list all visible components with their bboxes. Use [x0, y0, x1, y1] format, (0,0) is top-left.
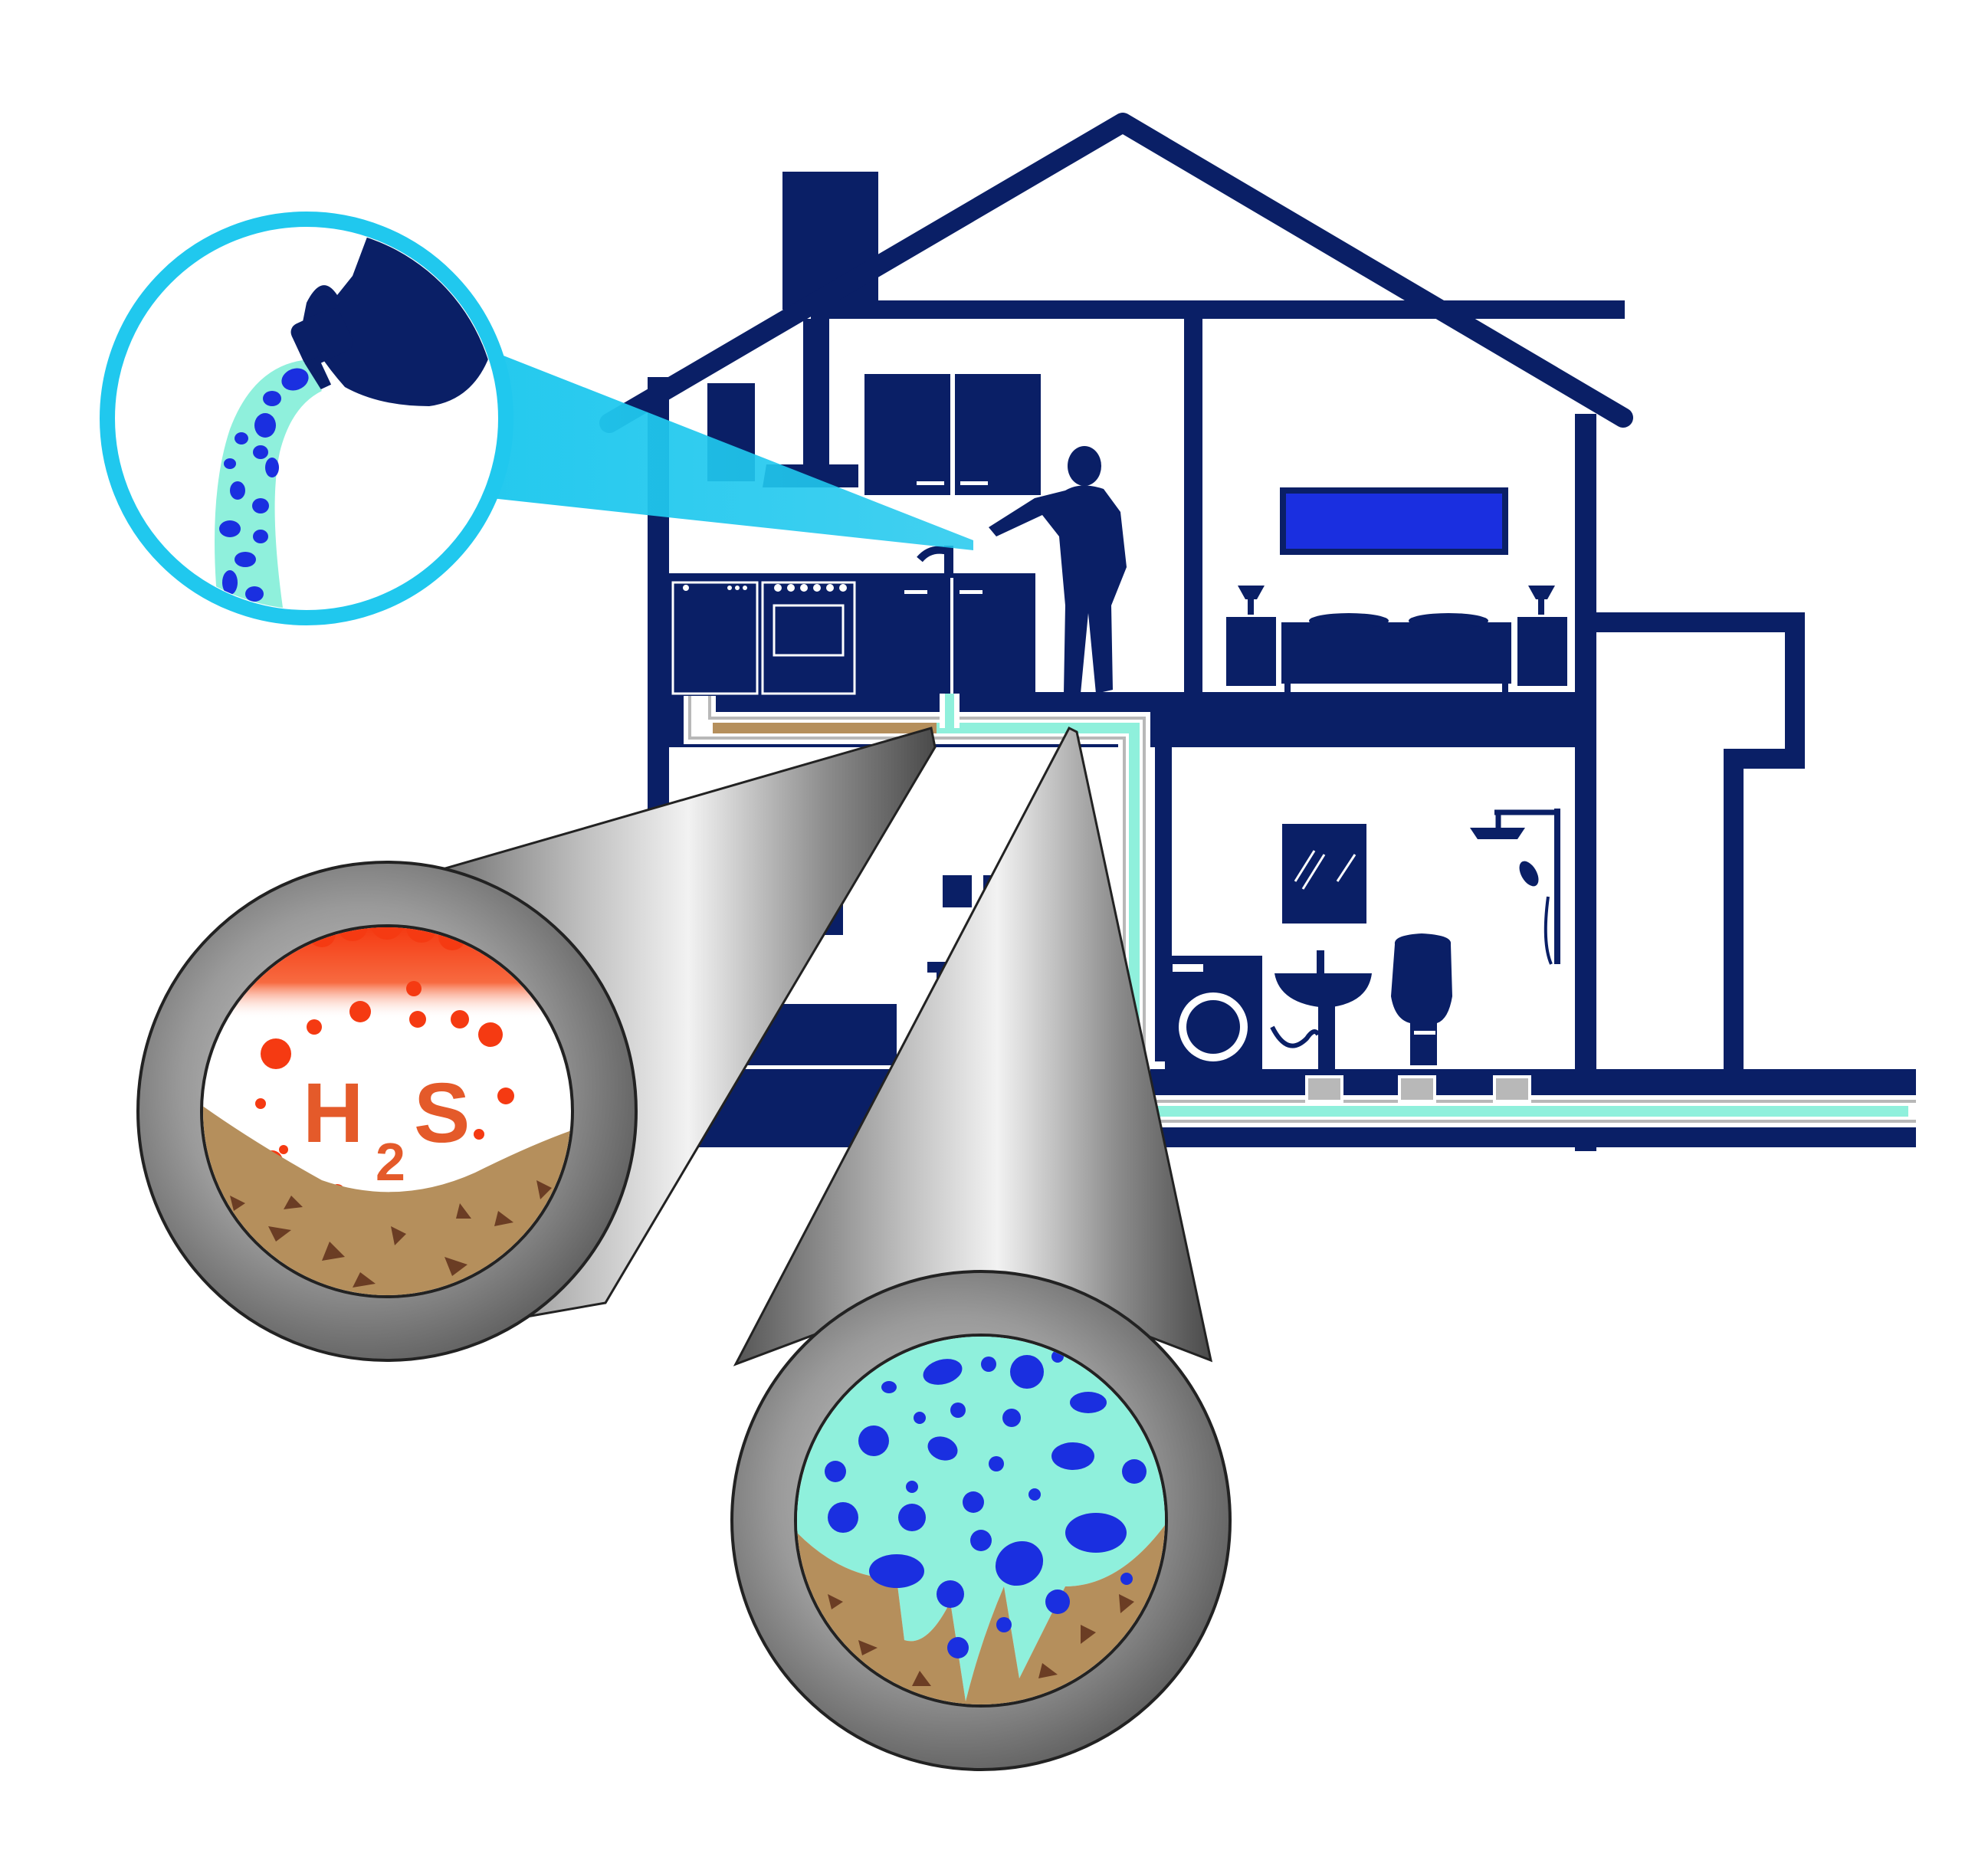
washing-machine-icon — [1165, 956, 1262, 1069]
mirror-icon — [1282, 824, 1366, 924]
gas-formula-subscript: 2 — [376, 1132, 405, 1192]
range-hood-icon — [763, 319, 858, 487]
gas-formula-h: H — [303, 1066, 363, 1160]
attic-floor — [820, 300, 1625, 319]
dishwasher-icon — [673, 582, 757, 694]
sink-icon — [1272, 950, 1372, 1069]
faucet-icon — [920, 546, 953, 578]
gas-formula-s: S — [414, 1066, 470, 1160]
house — [609, 123, 1916, 1151]
right-wall — [1575, 414, 1596, 1151]
kitchen-base-units — [669, 573, 1035, 694]
shower-icon — [1470, 809, 1557, 964]
bed-icon — [1281, 613, 1511, 696]
toilet-icon — [1391, 933, 1452, 1065]
upper-divider-wall — [1184, 300, 1202, 699]
roof — [609, 123, 1623, 423]
garage-outline — [1586, 622, 1795, 1073]
tv-icon — [1283, 490, 1505, 552]
oven-icon — [763, 582, 855, 694]
